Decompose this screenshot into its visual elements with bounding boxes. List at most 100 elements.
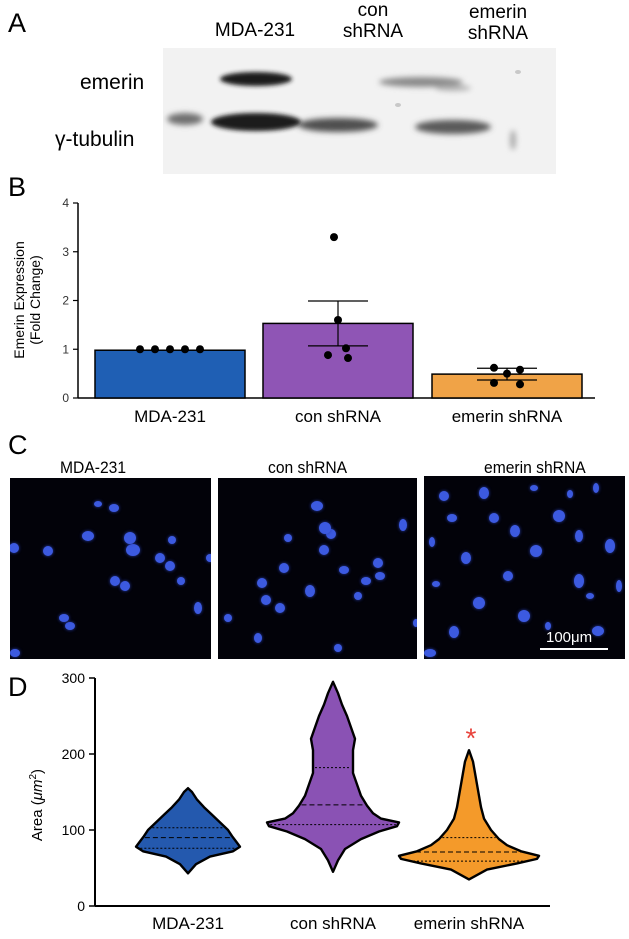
cell-nucleus bbox=[510, 525, 520, 537]
cell-nucleus bbox=[261, 595, 271, 605]
cell-nucleus bbox=[284, 534, 292, 542]
cell-nucleus bbox=[354, 592, 362, 600]
x-tick-label: MDA-231 bbox=[134, 407, 206, 426]
x-tick-label: con shRNA bbox=[295, 407, 382, 426]
cell-nucleus bbox=[319, 522, 331, 534]
cell-nucleus bbox=[574, 574, 584, 588]
cell-nucleus bbox=[168, 536, 176, 544]
cell-nucleus bbox=[120, 581, 130, 591]
data-point bbox=[166, 345, 174, 354]
cell-nucleus bbox=[10, 543, 19, 553]
data-point bbox=[334, 316, 342, 324]
cell-nucleus bbox=[592, 626, 604, 636]
panel-label-b: B bbox=[8, 172, 27, 202]
y-tick-label: 0 bbox=[77, 898, 85, 914]
cell-nucleus bbox=[373, 558, 383, 568]
y-tick-label: 0 bbox=[62, 391, 69, 405]
y-axis-label: Emerin Expression bbox=[11, 241, 27, 359]
cell-nucleus bbox=[326, 529, 336, 539]
scale-bar-label: 100μm bbox=[546, 629, 593, 646]
y-tick-label: 1 bbox=[62, 342, 69, 356]
tubulin-band-lane2 bbox=[298, 118, 378, 132]
cell-nucleus bbox=[165, 561, 175, 571]
cell-nucleus bbox=[375, 572, 385, 580]
cell-nucleus bbox=[65, 622, 75, 630]
blot-lane-label: emerin shRNA bbox=[467, 2, 529, 44]
blot-lane-label: MDA-231 bbox=[214, 20, 296, 41]
bar-1 bbox=[94, 349, 246, 399]
cell-nucleus bbox=[126, 544, 140, 556]
cell-nucleus bbox=[94, 501, 102, 507]
cell-nucleus bbox=[575, 530, 583, 542]
cell-nucleus bbox=[124, 532, 136, 544]
tubulin-band-lane3 bbox=[415, 120, 491, 134]
x-tick-label: con shRNA bbox=[290, 914, 377, 933]
cell-nucleus bbox=[334, 644, 342, 652]
data-point bbox=[516, 380, 524, 389]
micrograph-con-shrna bbox=[218, 478, 417, 659]
emerin-expression-bar-chart: Emerin Expression (Fold Change) 01234MDA… bbox=[11, 196, 595, 426]
violin-1 bbox=[134, 787, 242, 875]
cell-nucleus bbox=[449, 626, 459, 638]
cell-nucleus bbox=[319, 545, 329, 555]
cell-nucleus bbox=[473, 597, 485, 609]
data-point bbox=[136, 345, 144, 354]
panel-label-c: C bbox=[8, 430, 28, 460]
cell-nucleus bbox=[461, 552, 471, 564]
cell-nucleus bbox=[206, 554, 211, 562]
scale-bar bbox=[540, 648, 608, 650]
cell-nucleus bbox=[10, 649, 20, 657]
cell-nucleus bbox=[194, 602, 202, 614]
cell-nucleus bbox=[110, 576, 120, 586]
data-point bbox=[330, 233, 338, 242]
y-axis-label: Area (μm2) bbox=[28, 769, 46, 841]
cell-nucleus bbox=[109, 504, 119, 512]
emerin-band-lane1 bbox=[220, 72, 292, 86]
cell-nucleus bbox=[447, 514, 457, 522]
cell-nucleus bbox=[530, 545, 542, 557]
blot-row-label: emerin bbox=[80, 71, 145, 94]
violin-3 bbox=[397, 749, 541, 881]
data-point bbox=[490, 378, 498, 387]
cell-nucleus bbox=[432, 581, 440, 587]
panel-label-a: A bbox=[8, 8, 27, 38]
x-tick-label: emerin shRNA bbox=[414, 914, 525, 933]
emerin-band-lane2 bbox=[379, 77, 463, 87]
data-point bbox=[151, 345, 159, 354]
cell-nucleus bbox=[339, 566, 349, 574]
cell-nucleus bbox=[224, 614, 232, 622]
cell-nucleus bbox=[82, 531, 94, 541]
micrograph-title: emerin shRNA bbox=[484, 458, 586, 477]
cell-nucleus bbox=[489, 513, 499, 523]
y-tick-label: 2 bbox=[62, 294, 69, 308]
cell-nucleus bbox=[279, 563, 289, 573]
data-point bbox=[344, 354, 352, 363]
x-tick-label: MDA-231 bbox=[152, 914, 224, 933]
micrograph-emerin-shrna: 100μm bbox=[424, 476, 625, 659]
cell-nucleus bbox=[567, 490, 573, 498]
panel-label-d: D bbox=[8, 672, 28, 702]
data-point bbox=[181, 345, 189, 354]
cell-nucleus bbox=[59, 614, 69, 622]
data-point bbox=[516, 365, 524, 374]
y-tick-label: 3 bbox=[62, 245, 69, 259]
data-point bbox=[196, 345, 204, 354]
y-tick-label: 4 bbox=[62, 196, 69, 210]
cell-nucleus bbox=[518, 610, 530, 622]
cell-nucleus bbox=[616, 580, 622, 592]
data-point bbox=[503, 369, 511, 378]
cell-nucleus bbox=[155, 553, 165, 563]
data-point bbox=[342, 344, 350, 353]
cell-nucleus bbox=[503, 571, 513, 581]
violin-2 bbox=[265, 680, 401, 873]
significance-asterisk: * bbox=[466, 722, 477, 753]
cell-nucleus bbox=[586, 593, 594, 599]
cell-nucleus bbox=[311, 501, 323, 511]
cell-nucleus bbox=[43, 546, 53, 556]
cell-nucleus bbox=[479, 487, 489, 499]
cell-nucleus bbox=[553, 510, 565, 522]
cell-nucleus bbox=[361, 577, 371, 585]
cell-nucleus bbox=[439, 491, 449, 501]
cell-nucleus bbox=[530, 485, 538, 491]
cell-nucleus bbox=[545, 622, 551, 630]
